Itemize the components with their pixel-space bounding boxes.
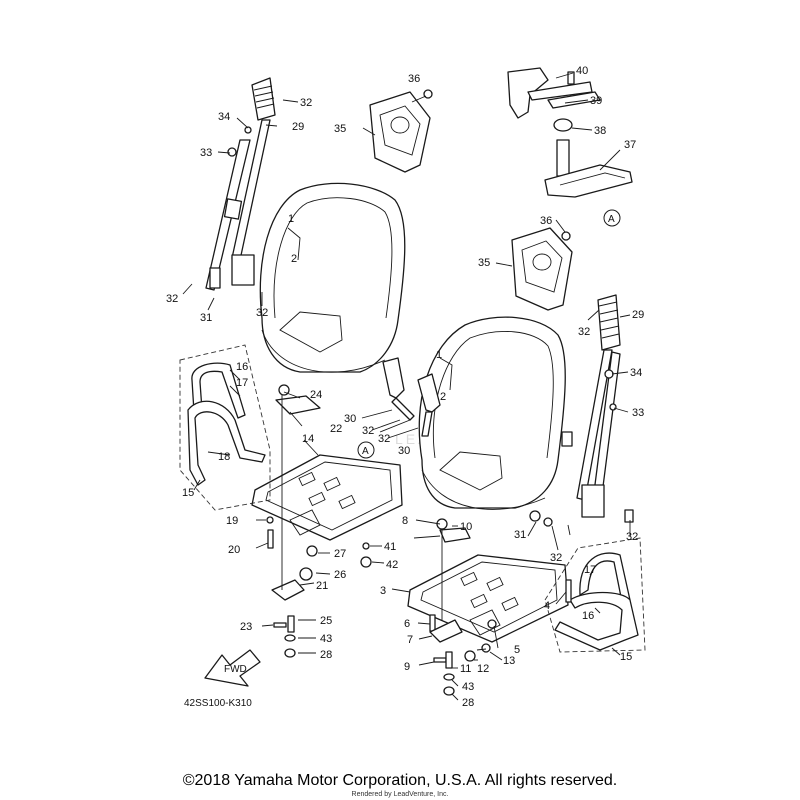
- callout-29-left: 29: [292, 121, 304, 133]
- callout-15-left: 15: [182, 487, 194, 499]
- fwd-label: FWD: [224, 664, 247, 675]
- callout-23: 23: [240, 621, 252, 633]
- right-seat-frame: [407, 554, 569, 643]
- callout-17-right: 17: [584, 564, 596, 576]
- callout-28-right: 28: [462, 697, 474, 709]
- callout-33-left: 33: [200, 147, 212, 159]
- fwd-arrow: FWD: [204, 649, 261, 687]
- callout-1-left: 1: [288, 213, 294, 225]
- callout-34-right: 34: [630, 367, 642, 379]
- callout-11: 11: [460, 663, 471, 675]
- left-seat-frame: [251, 454, 403, 541]
- ref-a-lower: A: [357, 441, 375, 459]
- left-seat: [259, 182, 406, 373]
- callout-39: 39: [590, 95, 602, 107]
- callout-29-right: 29: [632, 309, 644, 321]
- drawing-code: 42SS100-K310: [184, 698, 252, 709]
- left-small-parts: [266, 384, 372, 658]
- callout-38: 38: [594, 125, 606, 137]
- right-small-parts: [429, 509, 634, 696]
- callout-20: 20: [228, 544, 240, 556]
- callout-41: 41: [384, 541, 396, 553]
- callout-9: 9: [404, 661, 410, 673]
- bolt-36-right: [561, 231, 571, 241]
- left-guard: [179, 344, 271, 511]
- callout-1-right: 1: [436, 349, 442, 361]
- rendered-by-notice: Rendered by LeadVenture, Inc.: [351, 791, 449, 798]
- callout-14: 14: [302, 433, 314, 445]
- callout-31-left: 31: [200, 312, 212, 324]
- callout-10: 10: [460, 521, 472, 533]
- callout-numbers: 1 2 1 2 3 4 5 6 7 8 9 10 11 12 13 14 15 …: [166, 65, 644, 709]
- right-buckle: [417, 373, 441, 437]
- callout-5: 5: [514, 644, 520, 656]
- callout-16-right: 16: [582, 610, 594, 622]
- callout-43-left: 43: [320, 633, 332, 645]
- callout-43-right: 43: [462, 681, 474, 693]
- callout-37: 37: [624, 139, 636, 151]
- callout-35-right: 35: [478, 257, 490, 269]
- callout-34-left: 34: [218, 111, 230, 123]
- right-seat: [418, 316, 566, 510]
- callout-28-left: 28: [320, 649, 332, 661]
- callout-2-left: 2: [291, 253, 297, 265]
- callout-36-right: 36: [540, 215, 552, 227]
- ref-a-upper: A: [603, 209, 621, 227]
- callout-32-f: 32: [578, 326, 590, 338]
- callout-30-lower: 30: [398, 445, 410, 457]
- callout-7: 7: [407, 634, 413, 646]
- left-buckle: [382, 357, 415, 421]
- callout-6: 6: [404, 618, 410, 630]
- callout-32-a: 32: [300, 97, 312, 109]
- callout-27: 27: [334, 548, 346, 560]
- callout-4: 4: [544, 600, 550, 612]
- ref-a-upper-label: A: [608, 214, 615, 225]
- callout-17-left: 17: [236, 377, 248, 389]
- callout-31-right: 31: [514, 529, 526, 541]
- callout-12: 12: [477, 663, 489, 675]
- copyright-notice: ©2018 Yamaha Motor Corporation, U.S.A. A…: [182, 772, 618, 789]
- headrest-top: [369, 91, 431, 173]
- callout-22: 22: [330, 423, 342, 435]
- callout-3: 3: [380, 585, 386, 597]
- callout-35-top: 35: [334, 123, 346, 135]
- callout-24: 24: [310, 389, 322, 401]
- callout-33-right: 33: [632, 407, 644, 419]
- leader-lines: [182, 72, 631, 701]
- bracket-assembly: [507, 67, 633, 198]
- callout-32-d: 32: [362, 425, 374, 437]
- callout-18: 18: [218, 451, 230, 463]
- callout-2-right: 2: [440, 391, 446, 403]
- callout-40: 40: [576, 65, 588, 77]
- callout-32-h: 32: [626, 531, 638, 543]
- callout-30-upper: 30: [344, 413, 356, 425]
- callout-13: 13: [503, 655, 515, 667]
- callout-21: 21: [316, 580, 328, 592]
- headrest-right: [511, 227, 573, 311]
- callout-26: 26: [334, 569, 346, 581]
- callout-25: 25: [320, 615, 332, 627]
- callout-32-b: 32: [166, 293, 178, 305]
- callout-32-g: 32: [550, 552, 562, 564]
- left-seatbelt: [205, 77, 276, 291]
- callout-36-top: 36: [408, 73, 420, 85]
- ref-a-lower-label: A: [362, 446, 369, 457]
- callout-32-e: 32: [378, 433, 390, 445]
- callout-42: 42: [386, 559, 398, 571]
- callout-16-left: 16: [236, 361, 248, 373]
- right-seatbelt: [561, 294, 621, 518]
- callout-19: 19: [226, 515, 238, 527]
- callout-15-right: 15: [620, 651, 632, 663]
- callout-8: 8: [402, 515, 408, 527]
- callout-32-c: 32: [256, 307, 268, 319]
- right-guard: [544, 537, 646, 653]
